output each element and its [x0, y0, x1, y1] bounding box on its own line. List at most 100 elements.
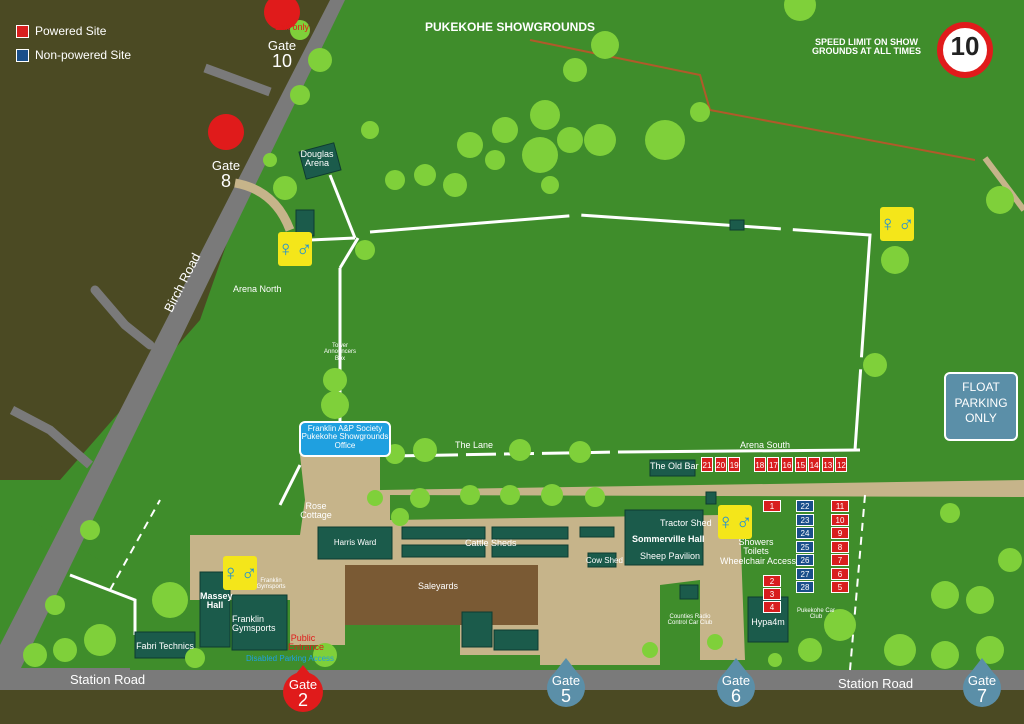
saleyards-building: [345, 565, 538, 625]
toilet-icon: ♀♂: [278, 232, 313, 266]
fabri-technics-label: Fabri Technics: [136, 641, 194, 651]
speed-value: 10: [950, 31, 980, 61]
site-1[interactable]: 1: [763, 500, 781, 512]
gate-5-num: 5: [560, 686, 571, 706]
rose-cottage-label: Rose Cottage: [300, 501, 332, 521]
gate-5[interactable]: Gate 5: [546, 674, 586, 705]
gate-7[interactable]: Gate 7: [962, 674, 1002, 705]
gate-7-num: 7: [976, 686, 987, 706]
gate-10-num: 10: [271, 51, 293, 71]
speed-text-1: SPEED LIMIT ON SHOW: [814, 37, 918, 47]
rose-line-2: Cottage: [300, 510, 332, 521]
toilet-icon: ♀♂: [718, 505, 753, 539]
site-13[interactable]: 13: [821, 457, 834, 472]
site-5[interactable]: 5: [831, 581, 849, 593]
site-15[interactable]: 15: [794, 457, 807, 472]
gate-2-num: 2: [297, 690, 308, 710]
gate-10[interactable]: Gate 10: [262, 39, 302, 70]
legend-powered-label: Powered Site: [35, 24, 107, 38]
site-26[interactable]: 26: [796, 554, 814, 566]
site-23[interactable]: 23: [796, 513, 814, 526]
toilets-line: Toilets: [743, 546, 769, 557]
tractor-shed-label: Tractor Shed: [660, 518, 712, 528]
gate-8[interactable]: Gate 8: [206, 159, 246, 190]
site-8[interactable]: 8: [831, 540, 849, 553]
arena-north-label: Arena North: [233, 284, 282, 294]
site-22[interactable]: 22: [796, 500, 814, 512]
gate-markers: [208, 0, 1001, 712]
site-27[interactable]: 27: [796, 567, 814, 580]
site-18[interactable]: 18: [753, 457, 766, 472]
cow-shed-label: Cow Shed: [586, 556, 623, 565]
speed-text-2: GROUNDS AT ALL TIMES: [812, 46, 921, 57]
office-line-3: Office: [334, 440, 356, 450]
toilet-icon: ♀♂: [223, 556, 258, 590]
site-7[interactable]: 7: [831, 554, 849, 566]
office-label: Franklin A&P Society Pukekohe Showground…: [300, 424, 390, 450]
franklin-gymsports-small-label: Franklin Gymsports: [256, 578, 286, 591]
office-line-1: Franklin A&P Society: [307, 424, 383, 433]
site-16[interactable]: 16: [781, 457, 793, 472]
station-road-right-label: Station Road: [838, 676, 914, 691]
massey-line-1: Massey: [200, 591, 233, 601]
massey-hall-label: Massey Hall: [200, 591, 233, 611]
station-road: [0, 668, 1024, 690]
site-20[interactable]: 20: [714, 457, 727, 472]
cattle-sheds-label: Cattle Sheds: [465, 538, 517, 548]
site-28[interactable]: 28: [796, 581, 814, 593]
speed-limit-text: SPEED LIMIT ON SHOW GROUNDS AT ALL TIMES: [812, 37, 921, 57]
station-road-left-label: Station Road: [70, 672, 146, 687]
legend-powered: Powered Site: [16, 24, 106, 38]
site-2[interactable]: 2: [763, 575, 781, 587]
sheep-pavilion-label: Sheep Pavilion: [640, 551, 701, 561]
site-25[interactable]: 25: [796, 540, 814, 553]
franklin-gymsports-label: Franklin Gymsports: [232, 614, 276, 634]
disabled-parking-label: Disabled Parking Access: [246, 654, 335, 663]
showers-line: Showers: [738, 537, 774, 547]
saleyards-label: Saleyards: [418, 581, 459, 591]
site-3[interactable]: 3: [763, 588, 781, 600]
toilet-icon: ♀♂: [880, 207, 915, 241]
exit-only-label: Exit only: [275, 22, 310, 32]
douglas-arena-label: Douglas Arena: [300, 149, 334, 169]
pukekohe-car-club-label: Pukekohe Car Club: [796, 608, 836, 621]
gate-6-num: 6: [730, 686, 741, 706]
site-6[interactable]: 6: [831, 567, 849, 580]
map-title: PUKEKOHE SHOWGROUNDS: [425, 20, 596, 34]
showers-label: Showers Toilets Wheelchair Accessible: [720, 537, 810, 566]
site-14[interactable]: 14: [808, 457, 821, 472]
harris-ward-label: Harris Ward: [333, 538, 377, 547]
site-11[interactable]: 11: [831, 500, 849, 512]
office-line-2: Pukekohe Showgrounds: [301, 432, 389, 442]
hypa4m-label: Hypa4m: [751, 617, 785, 627]
site-21[interactable]: 21: [701, 457, 713, 472]
gate-8-label: Gate: [211, 158, 241, 173]
site-24[interactable]: 24: [796, 527, 814, 539]
gate-2-label: Gate: [288, 677, 318, 692]
gate-7-label: Gate: [967, 673, 997, 688]
gate-8-num: 8: [220, 171, 231, 191]
gate-5-label: Gate: [551, 673, 581, 688]
powered-swatch: [16, 24, 29, 38]
site-12[interactable]: 12: [835, 457, 848, 472]
site-9[interactable]: 9: [831, 527, 849, 539]
counties-radio-label: Counties Radio Control Car Club: [667, 614, 713, 627]
the-lane-label: The Lane: [455, 440, 494, 450]
float-parking-label: FLOAT PARKING ONLY: [945, 380, 1017, 427]
site-10[interactable]: 10: [831, 513, 849, 526]
gate-2[interactable]: Gate 2: [283, 678, 323, 709]
site-17[interactable]: 17: [767, 457, 780, 472]
legend-non-powered: Non-powered Site: [16, 48, 131, 62]
wheelchair-line: Wheelchair Accessible: [720, 555, 811, 566]
site-19[interactable]: 19: [728, 457, 741, 472]
site-4[interactable]: 4: [763, 601, 781, 613]
non-powered-swatch: [16, 48, 29, 62]
gate-6-label: Gate: [721, 673, 751, 688]
rose-line-1: Rose: [305, 501, 327, 511]
gate-6[interactable]: Gate 6: [716, 674, 756, 705]
public-entrance-label: Public Entrance: [288, 633, 325, 653]
float-line-1: FLOAT: [962, 380, 1000, 394]
sommerville-hall-label: Sommerville Hall: [632, 534, 705, 544]
